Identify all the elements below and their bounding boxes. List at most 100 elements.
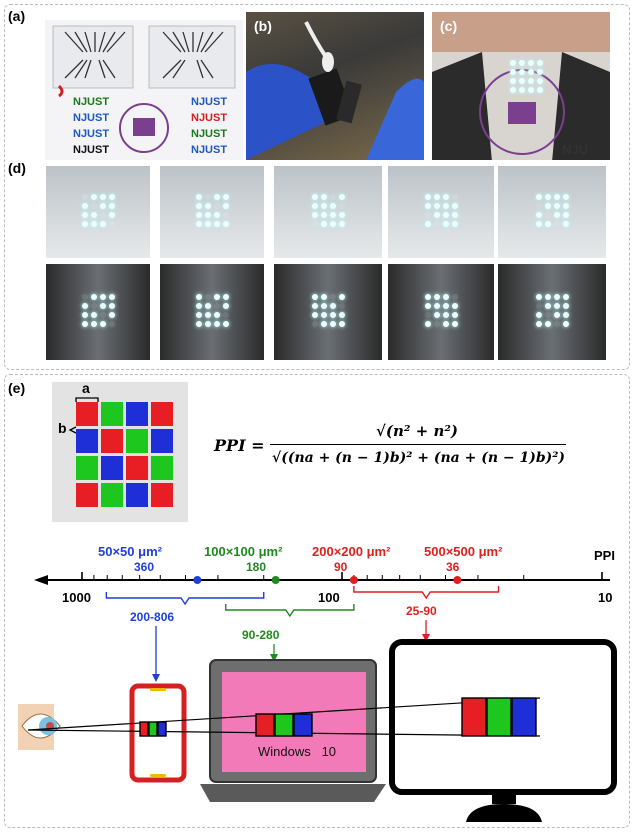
marker-value-36: 36	[446, 560, 460, 574]
eye-icon	[18, 704, 61, 750]
subpixel-1-3	[151, 429, 173, 453]
subpixel-1-0	[76, 429, 98, 453]
subpixel-2-2	[126, 456, 148, 480]
njust-logo-left-1: NJUST	[73, 96, 110, 108]
led-pattern	[196, 294, 229, 327]
arrowhead-phone	[152, 674, 160, 682]
panel-c-photo: (c) NJU	[432, 12, 610, 160]
led-array-4x4	[510, 60, 543, 93]
rgb-pixel-grid	[68, 397, 173, 507]
rgb-subpixel-phone-1	[148, 721, 158, 737]
ppi-formula-lhs: PPI =	[214, 436, 265, 455]
led-pattern	[425, 194, 458, 227]
panel-d-photo-1-1	[46, 166, 150, 258]
tick-label-1000: 1000	[62, 590, 91, 605]
tick-label-10: 10	[598, 590, 613, 605]
marker-size-500: 500×500 μm²	[424, 544, 503, 559]
panel-d-photo-2-2	[160, 264, 264, 360]
bracket-90-280	[225, 604, 355, 618]
panel-label-b: (b)	[254, 18, 272, 34]
scale-marker-360	[193, 576, 202, 584]
laptop-os-text: Windows 10	[258, 744, 337, 759]
led-pattern	[425, 294, 458, 327]
formula-equals: =	[251, 436, 265, 455]
scale-arrowhead	[34, 575, 48, 585]
pixel-diagram: a b	[52, 380, 188, 522]
subpixel-3-2	[126, 483, 148, 507]
subpixel-0-0	[76, 402, 98, 426]
figure-top-frame	[4, 4, 630, 370]
njust-logo-left-4: NJUST	[73, 144, 110, 156]
panel-label-d: (d)	[8, 160, 26, 176]
arrowhead-monitor	[422, 634, 430, 642]
rgb-subpixel-phone-2	[157, 721, 167, 737]
panel-d-photo-2-3	[274, 264, 382, 360]
phone-speaker	[150, 688, 166, 691]
subpixel-0-3	[151, 402, 173, 426]
led-pattern	[82, 194, 115, 227]
rgb-subpixel-phone-0	[139, 721, 149, 737]
panel-d-photo-1-5	[498, 166, 606, 258]
subpixel-2-1	[101, 456, 123, 480]
led-pattern	[312, 194, 345, 227]
bracket-25-90	[353, 586, 500, 600]
scale-marker-90	[349, 576, 358, 584]
ppi-log-scale	[34, 572, 610, 618]
ppi-formula-denominator: √((na + (n − 1)b)² + (na + (n − 1)b)²)	[272, 450, 566, 466]
scale-marker-36	[453, 576, 462, 584]
range-label-200-806: 200-806	[130, 610, 175, 624]
figure-bottom-frame	[4, 374, 630, 828]
subpixel-0-2	[126, 402, 148, 426]
marker-value-360: 360	[134, 560, 155, 574]
subpixel-1-1	[101, 429, 123, 453]
device-sketch	[52, 25, 236, 153]
pitch-label-a: a	[82, 380, 90, 396]
marker-size-50: 50×50 μm²	[98, 544, 162, 559]
led-pattern	[536, 294, 569, 327]
panel-label-a: (a)	[8, 8, 26, 24]
njust-logo-left-3: NJUST	[73, 128, 110, 140]
njust-logo-right-4: NJUST	[191, 144, 228, 156]
subpixel-1-2	[126, 429, 148, 453]
marker-size-100: 100×100 μm²	[204, 544, 283, 559]
monitor-stand	[466, 804, 542, 822]
led-pattern	[82, 294, 115, 327]
subpixel-0-1	[101, 402, 123, 426]
rgb-subpixel-monitor-1	[486, 697, 512, 737]
subpixel-2-3	[151, 456, 173, 480]
arrowhead-laptop	[270, 654, 278, 662]
range-label-90-280: 90-280	[242, 628, 280, 642]
njust-logo-left-2: NJUST	[73, 112, 110, 124]
laptop-keyboard	[200, 784, 386, 802]
scale-marker-180	[271, 576, 280, 584]
njust-logo-right-1: NJUST	[191, 96, 228, 108]
panel-label-c: (c)	[440, 18, 458, 34]
panel-d-photo-1-4	[388, 166, 494, 258]
formula-ppi-text: PPI	[214, 436, 246, 455]
subpixel-3-1	[101, 483, 123, 507]
range-label-25-90: 25-90	[406, 604, 437, 618]
njust-logo-right-3: NJUST	[191, 128, 228, 140]
marker-value-90: 90	[334, 560, 348, 574]
rgb-pixel-groups	[139, 697, 537, 737]
tick-label-100: 100	[318, 590, 340, 605]
rgb-subpixel-laptop-0	[255, 713, 275, 737]
ppi-formula-numerator: √(n² + n²)	[376, 422, 459, 440]
led-pattern	[536, 194, 569, 227]
subpixel-3-0	[76, 483, 98, 507]
viewing-devices	[18, 620, 617, 822]
bracket-200-806	[105, 592, 265, 606]
phone-home-button	[150, 774, 166, 777]
formula-fraction-bar	[270, 444, 566, 445]
subpixel-3-3	[151, 483, 173, 507]
monitor-neck	[492, 792, 516, 804]
rgb-subpixel-laptop-1	[274, 713, 294, 737]
panel-d-photo-2-1	[46, 264, 150, 360]
rgb-subpixel-monitor-0	[461, 697, 487, 737]
marker-size-200: 200×200 μm²	[312, 544, 391, 559]
rgb-subpixel-monitor-2	[511, 697, 537, 737]
panel-b-photo: (b)	[246, 12, 424, 160]
panel-a-photo: NJUST NJUST NJUST NJUST NJUST NJUST NJUS…	[45, 20, 243, 160]
rgb-subpixel-laptop-2	[293, 713, 313, 737]
scale-axis-label: PPI	[594, 548, 615, 563]
